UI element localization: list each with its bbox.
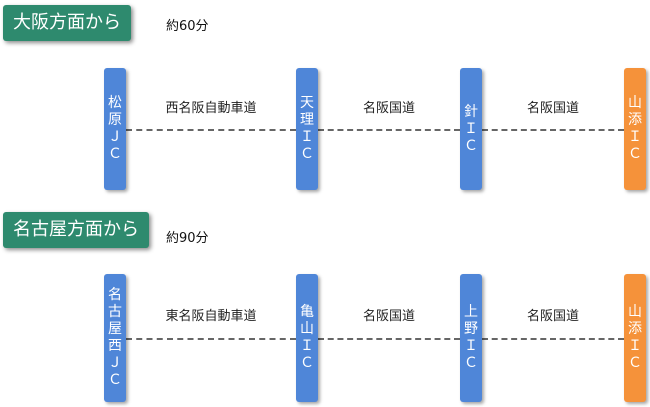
road-label: 西名阪自動車道 [165,101,257,116]
node-label-char: 原 [108,112,122,128]
node-label-char: 山 [628,95,642,111]
node-label-char: 針 [464,103,478,120]
road-line [318,338,460,340]
node-label-char: 添 [628,321,642,337]
node-label-char: 添 [628,112,642,128]
road-label: 名阪国道 [362,309,415,324]
node-label-char: 理 [300,112,314,128]
node-label-char: Ｉ [628,338,642,354]
node-label-char: 天 [300,95,314,111]
node-label-char: 山 [300,321,314,337]
route-header-nagoya: 名古屋方面から [3,212,149,248]
node-label-char: 上 [464,304,478,320]
node-label-char: Ｃ [108,372,122,388]
route-duration-osaka: 約60分 [166,19,209,34]
node-label-char: 山 [628,304,642,320]
node-label-char: Ｃ [300,146,314,162]
node-label-char: 西 [108,338,122,354]
road-line [482,338,624,340]
node-label-char: Ｉ [300,338,314,354]
node-label-char: Ｃ [464,137,478,154]
node-label-char: 古 [108,304,122,320]
node-label-char: 屋 [108,321,122,337]
node-label-char: Ｃ [628,146,642,162]
node-label-char: Ｃ [628,355,642,371]
node-label-char: Ｊ [108,355,122,371]
node-label-char: 松 [108,95,122,111]
road-label: 名阪国道 [526,101,579,116]
node-label-char: 亀 [300,304,314,320]
node-label-char: 野 [464,321,478,337]
route-header-osaka: 大阪方面から [3,5,131,41]
node-label-char: Ｃ [464,355,478,371]
node-label-char: Ｊ [108,129,122,145]
road-label: 名阪国道 [526,309,579,324]
road-line [318,129,460,131]
route-duration-nagoya: 約90分 [166,231,209,246]
road-line [126,129,296,131]
road-line [482,129,624,131]
road-label: 東名阪自動車道 [165,309,257,324]
road-line [126,338,296,340]
node-label-char: Ｉ [464,120,478,137]
node-label-char: Ｉ [464,338,478,354]
node-label-char: Ｃ [300,355,314,371]
road-label: 名阪国道 [362,101,415,116]
node-label-char: Ｉ [300,129,314,145]
node-label-char: Ｃ [108,146,122,162]
node-label-char: 名 [108,287,122,303]
node-label-char: Ｉ [628,129,642,145]
